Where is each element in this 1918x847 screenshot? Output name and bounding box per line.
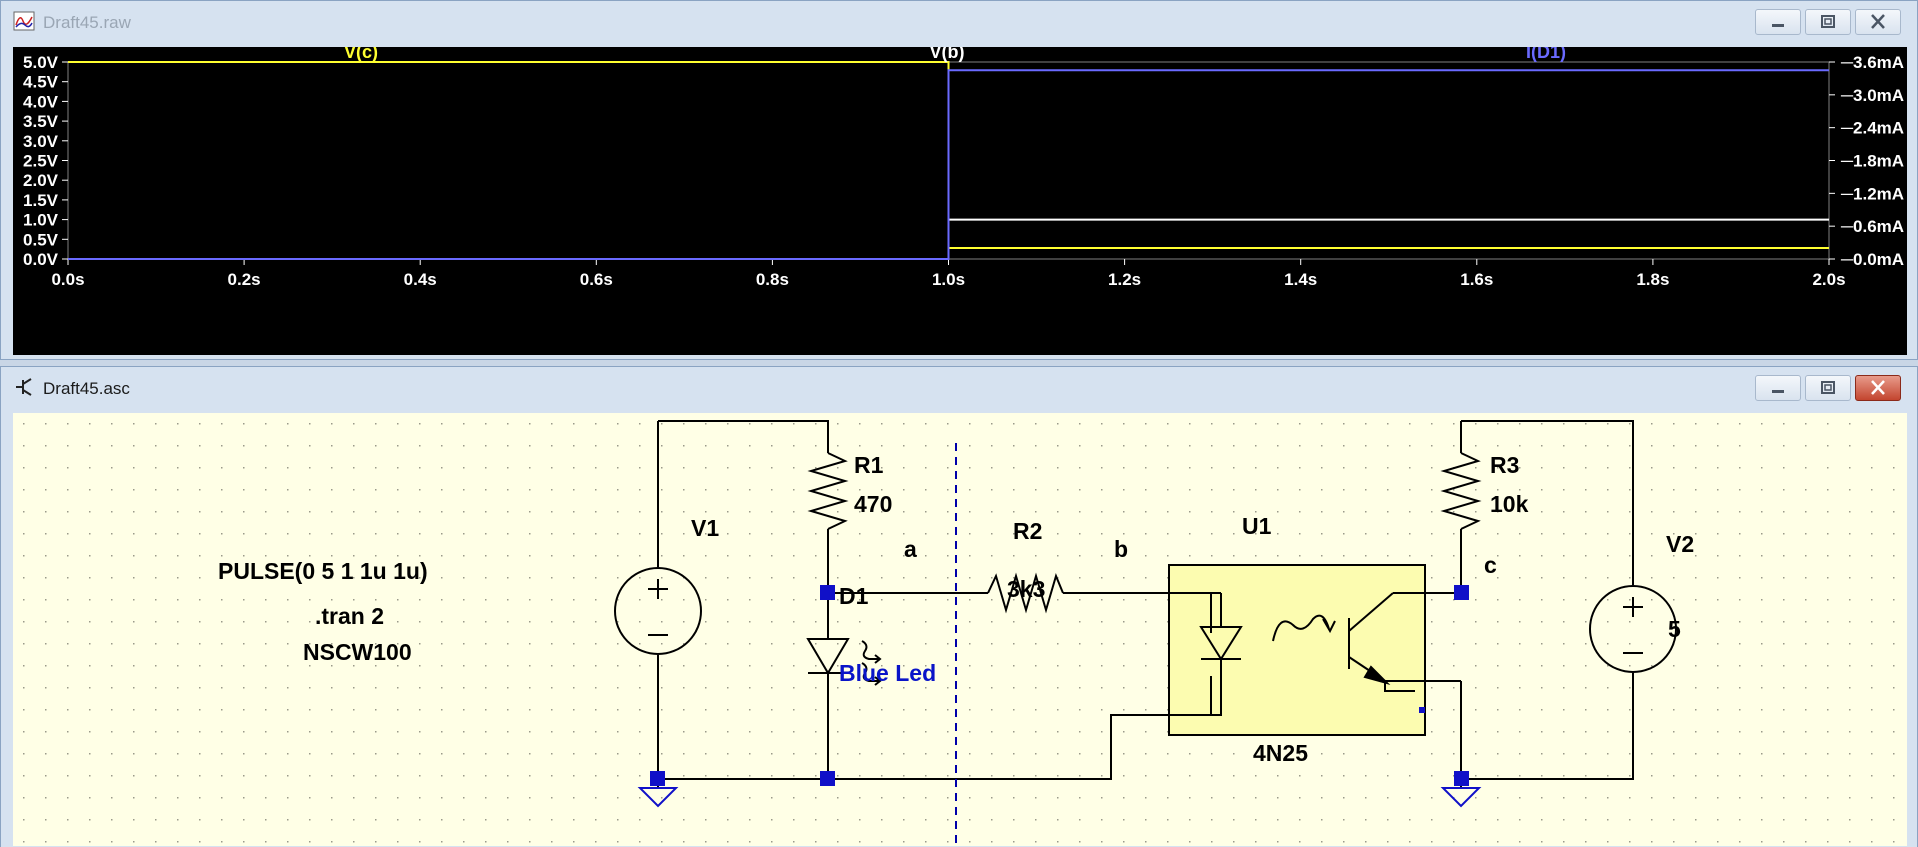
minimize-button[interactable] (1755, 9, 1801, 35)
ground-icon (637, 787, 679, 808)
x-tick-label: 1.4s (1284, 270, 1317, 289)
d1-led-icon[interactable] (806, 638, 882, 686)
node-c-label[interactable]: c (1484, 552, 1497, 578)
schematic-window-title: Draft45.asc (43, 379, 130, 398)
trace-id1[interactable] (68, 69, 1829, 260)
x-tick-label: 0.2s (228, 270, 261, 289)
x-tick-label: 0.8s (756, 270, 789, 289)
y-right-tick-label: ─0.6mA (1840, 217, 1904, 236)
u1-internal-led-icon (1169, 592, 1336, 716)
waveform-window-title: Draft45.raw (43, 13, 131, 32)
u1-model[interactable]: 4N25 (1253, 740, 1308, 766)
y-left-tick-label: 0.0V (23, 250, 59, 269)
y-left-tick-label: 1.0V (23, 211, 59, 230)
x-tick-label: 0.4s (404, 270, 437, 289)
led-model-label[interactable]: NSCW100 (303, 639, 412, 665)
d1-label[interactable]: D1 (839, 583, 869, 609)
minimize-icon (1772, 24, 1784, 27)
y-right-tick-label: ─1.8mA (1840, 152, 1904, 171)
trace-label[interactable]: V(b) (930, 47, 965, 62)
x-tick-label: 1.2s (1108, 270, 1141, 289)
y-right-tick-label: ─1.2mA (1840, 184, 1904, 203)
maximize-icon (1821, 15, 1835, 28)
minimize-button[interactable] (1755, 375, 1801, 401)
y-left-tick-label: 2.0V (23, 171, 59, 190)
y-left-tick-label: 0.5V (23, 230, 59, 249)
x-tick-label: 1.0s (932, 270, 965, 289)
x-tick-label: 0.6s (580, 270, 613, 289)
close-icon (1871, 380, 1885, 395)
maximize-icon (1821, 381, 1835, 394)
y-left-tick-label: 5.0V (23, 53, 59, 72)
y-right-tick-label: ─3.6mA (1840, 53, 1904, 72)
r1-value[interactable]: 470 (854, 491, 892, 517)
schematic-canvas[interactable]: V1 R1 470 a R2 3k3 b U1 4N25 R3 10k c V2… (13, 413, 1907, 846)
x-tick-label: 1.8s (1636, 270, 1669, 289)
node-a-label[interactable]: a (904, 536, 917, 562)
v2-value[interactable]: 5 (1668, 616, 1681, 642)
y-right-tick-label: ─0.0mA (1840, 250, 1904, 269)
schematic-app-icon (16, 378, 32, 396)
d1-description[interactable]: Blue Led (839, 660, 936, 686)
r3-value[interactable]: 10k (1490, 491, 1529, 517)
x-tick-label: 0.0s (51, 270, 84, 289)
y-left-tick-label: 1.5V (23, 191, 59, 210)
waveform-plot-pane[interactable]: 5.0V4.5V4.0V3.5V3.0V2.5V2.0V1.5V1.0V0.5V… (13, 47, 1907, 355)
x-tick-label: 2.0s (1812, 270, 1845, 289)
maximize-button[interactable] (1805, 9, 1851, 35)
schematic-window: Draft45.asc (0, 366, 1918, 847)
wires (657, 420, 1634, 788)
close-icon (1871, 14, 1885, 29)
y-right-tick-label: ─3.0mA (1840, 86, 1904, 105)
u1-optocoupler-body[interactable] (1168, 564, 1426, 736)
y-left-tick-label: 3.0V (23, 132, 59, 151)
y-left-tick-label: 2.5V (23, 152, 59, 171)
v2-source-icon[interactable] (1589, 585, 1677, 673)
waveform-titlebar[interactable]: Draft45.raw (1, 1, 1917, 43)
v2-label[interactable]: V2 (1666, 531, 1694, 557)
y-right-tick-label: ─2.4mA (1840, 119, 1904, 138)
junctions (650, 585, 1469, 786)
close-button[interactable] (1855, 9, 1901, 35)
schematic-titlebar[interactable]: Draft45.asc (1, 367, 1917, 409)
v1-pulse-directive[interactable]: PULSE(0 5 1 1u 1u) (218, 558, 428, 584)
trace-label[interactable]: V(c) (344, 47, 378, 62)
r2-label[interactable]: R2 (1013, 518, 1042, 544)
node-b-label[interactable]: b (1114, 536, 1128, 562)
y-left-tick-label: 3.5V (23, 112, 59, 131)
y-left-tick-label: 4.0V (23, 92, 59, 111)
maximize-button[interactable] (1805, 375, 1851, 401)
close-button[interactable] (1855, 375, 1901, 401)
y-left-tick-label: 4.5V (23, 73, 59, 92)
r3-resistor-icon[interactable] (1440, 452, 1482, 530)
r2-resistor-icon[interactable] (987, 572, 1064, 614)
ground-icon (1440, 787, 1482, 808)
u1-phototransistor-icon (1348, 592, 1394, 685)
tran-directive[interactable]: .tran 2 (315, 603, 384, 629)
r3-label[interactable]: R3 (1490, 452, 1519, 478)
waveform-app-icon (13, 11, 35, 31)
v1-source-icon[interactable] (614, 567, 702, 655)
r2-value[interactable]: 3k3 (1007, 576, 1045, 602)
v1-label[interactable]: V1 (691, 515, 719, 541)
r1-label[interactable]: R1 (854, 452, 884, 478)
x-tick-label: 1.6s (1460, 270, 1493, 289)
u1-label[interactable]: U1 (1242, 513, 1272, 539)
r1-resistor-icon[interactable] (807, 452, 849, 530)
minimize-icon (1772, 390, 1784, 393)
trace-label[interactable]: I(D1) (1526, 47, 1566, 62)
